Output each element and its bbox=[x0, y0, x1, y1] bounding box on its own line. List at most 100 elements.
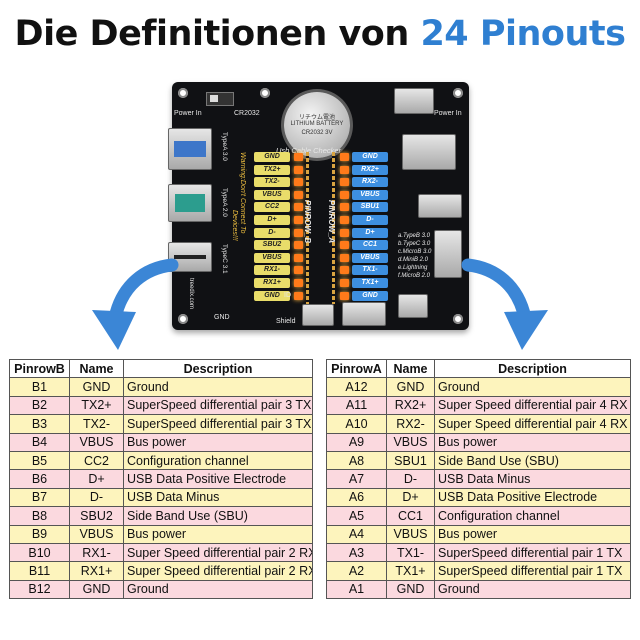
pin-cell: A6 bbox=[326, 487, 387, 508]
led-indicator bbox=[294, 291, 303, 300]
warning-line-1: Warning:Don't Connect To bbox=[239, 152, 246, 234]
lightning-port bbox=[434, 230, 462, 278]
warning-line-2: Devices!!! bbox=[231, 210, 238, 241]
pin-cell: A9 bbox=[326, 432, 387, 452]
pin-label: TX1- bbox=[352, 265, 388, 276]
cable-type-item: b.TypeC 3.0 bbox=[398, 241, 431, 247]
name-cell: VBUS bbox=[69, 432, 124, 452]
description-cell: USB Data Positive Electrode bbox=[434, 487, 631, 508]
pin-cell: B6 bbox=[9, 469, 70, 489]
pin-cell: B9 bbox=[9, 524, 70, 544]
pin-cell: A11 bbox=[326, 395, 387, 416]
pin-cell: A8 bbox=[326, 450, 387, 471]
pin-label: D+ bbox=[352, 227, 388, 238]
led-indicator bbox=[340, 215, 349, 224]
mount-hole bbox=[260, 88, 270, 98]
pin-label: VBUS bbox=[352, 252, 388, 263]
description-cell: Configuration channel bbox=[123, 450, 313, 471]
description-cell: Configuration channel bbox=[434, 506, 631, 526]
led-indicator bbox=[340, 203, 349, 212]
pin-cell: B10 bbox=[9, 542, 70, 563]
description-cell: Bus power bbox=[434, 524, 631, 544]
description-cell: Side Band Use (SBU) bbox=[123, 506, 313, 526]
pin-cell: B7 bbox=[9, 487, 70, 508]
led-indicator bbox=[294, 165, 303, 174]
pin-cell: A12 bbox=[326, 377, 387, 397]
description-cell: USB Data Minus bbox=[123, 487, 313, 508]
id-label: ID bbox=[284, 292, 291, 299]
name-cell: SBU1 bbox=[386, 450, 435, 471]
name-cell: RX2- bbox=[386, 414, 435, 434]
header-description: Description bbox=[123, 358, 313, 379]
pin-label: CC2 bbox=[254, 202, 290, 213]
cable-type-item: c.MicroB 3.0 bbox=[398, 249, 432, 255]
pin-cell: B11 bbox=[9, 561, 70, 581]
led-indicator bbox=[340, 190, 349, 199]
pin-cell: A1 bbox=[326, 579, 387, 600]
led-indicator bbox=[340, 266, 349, 275]
pin-label: GND bbox=[352, 152, 388, 162]
name-cell: GND bbox=[386, 579, 435, 600]
led-indicator bbox=[294, 266, 303, 275]
power-switch bbox=[206, 92, 234, 106]
led-indicator bbox=[294, 253, 303, 262]
led-indicator bbox=[294, 228, 303, 237]
pin-cell: B5 bbox=[9, 450, 70, 471]
name-cell: RX1- bbox=[69, 542, 124, 563]
mount-hole bbox=[178, 314, 188, 324]
typec-left-port bbox=[168, 242, 212, 272]
name-cell: SBU2 bbox=[69, 506, 124, 526]
pin-label: RX2+ bbox=[352, 164, 388, 175]
power-in-left-label: Power In bbox=[174, 110, 202, 117]
mount-hole bbox=[453, 88, 463, 98]
pin-label: CC1 bbox=[352, 240, 388, 251]
typec-label: TypeC 3.1 bbox=[221, 244, 228, 274]
microb3-port bbox=[418, 194, 462, 218]
site-label: treedix.com bbox=[188, 278, 194, 310]
page-title: Die Definitionen von 24 Pinouts bbox=[0, 14, 640, 54]
pin-cell: A2 bbox=[326, 561, 387, 581]
pin-label: D- bbox=[254, 227, 290, 238]
power-in-right-label: Power In bbox=[434, 110, 462, 117]
arrow-left bbox=[108, 258, 179, 325]
pin-label: TX2- bbox=[254, 177, 290, 188]
led-indicator bbox=[294, 178, 303, 187]
cable-type-item: f.MicroB 2.0 bbox=[398, 273, 431, 279]
header-pinrow: PinrowA bbox=[326, 358, 387, 379]
led-indicator bbox=[294, 203, 303, 212]
description-cell: Super Speed differential pair 2 RX bbox=[123, 561, 313, 581]
pin-label: SBU2 bbox=[254, 240, 290, 251]
typeb3-port bbox=[402, 134, 456, 170]
pin-label: D- bbox=[352, 214, 388, 225]
pinrow-b-label: PINROW_B bbox=[303, 200, 312, 244]
pin-label: RX2- bbox=[352, 177, 388, 188]
pin-cell: B8 bbox=[9, 506, 70, 526]
typea3-label: TypeA 3.0 bbox=[221, 132, 228, 161]
name-cell: VBUS bbox=[386, 432, 435, 452]
pin-label: GND bbox=[352, 290, 388, 301]
header-pinrow: PinrowB bbox=[9, 358, 70, 379]
led-indicator bbox=[294, 190, 303, 199]
led-indicator bbox=[340, 228, 349, 237]
description-cell: Bus power bbox=[123, 432, 313, 452]
led-indicator bbox=[340, 278, 349, 287]
description-cell: Super Speed differential pair 2 RX bbox=[123, 542, 313, 563]
battery-socket-label: CR2032 bbox=[234, 110, 260, 117]
led-indicator bbox=[294, 241, 303, 250]
name-cell: RX1+ bbox=[69, 561, 124, 581]
description-cell: Ground bbox=[434, 377, 631, 397]
led-indicator bbox=[340, 153, 349, 161]
